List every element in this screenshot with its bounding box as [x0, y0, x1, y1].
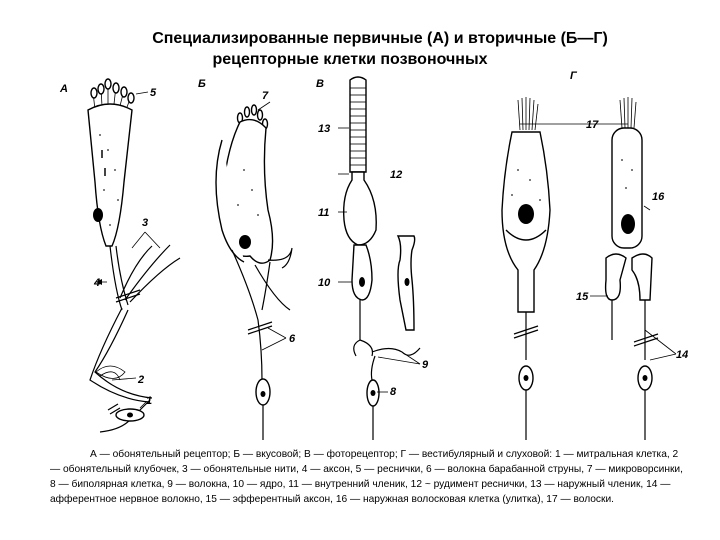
label-5: 5: [150, 87, 157, 99]
label-14: 14: [676, 349, 688, 361]
panel-label-g: Г: [570, 70, 578, 82]
panel-label-v: В: [316, 78, 324, 90]
vestibular-hair-cell: [501, 97, 551, 440]
label-7: 7: [262, 90, 269, 102]
label-4: 4: [93, 277, 100, 289]
label-2: 2: [137, 374, 144, 386]
olfactory-receptor-cell: [87, 78, 181, 433]
label-13: 13: [318, 123, 330, 135]
label-16: 16: [652, 191, 665, 203]
panel-label-a: А: [59, 83, 68, 95]
label-11: 11: [318, 207, 329, 219]
label-3: 3: [142, 217, 148, 229]
label-8: 8: [390, 386, 397, 398]
label-10: 10: [318, 277, 331, 289]
title-line-1: Специализированные первичные (А) и втори…: [152, 30, 608, 47]
label-6: 6: [289, 333, 296, 345]
label-1: 1: [146, 395, 152, 407]
photoreceptor-cell: [338, 76, 421, 440]
title-line-2: рецепторные клетки позвоночных: [212, 51, 488, 68]
taste-receptor-cell: [215, 101, 293, 440]
label-12: 12: [390, 169, 402, 181]
label-9: 9: [422, 359, 429, 371]
label-15: 15: [576, 291, 589, 303]
figure-caption: А — обонятельный рецептор; Б — вкусовой;…: [50, 449, 683, 505]
label-17: 17: [586, 119, 599, 131]
panel-label-b: Б: [198, 78, 206, 90]
page-title: Специализированные первичные (А) и втори…: [0, 28, 720, 70]
outer-hair-cell: [520, 97, 677, 440]
